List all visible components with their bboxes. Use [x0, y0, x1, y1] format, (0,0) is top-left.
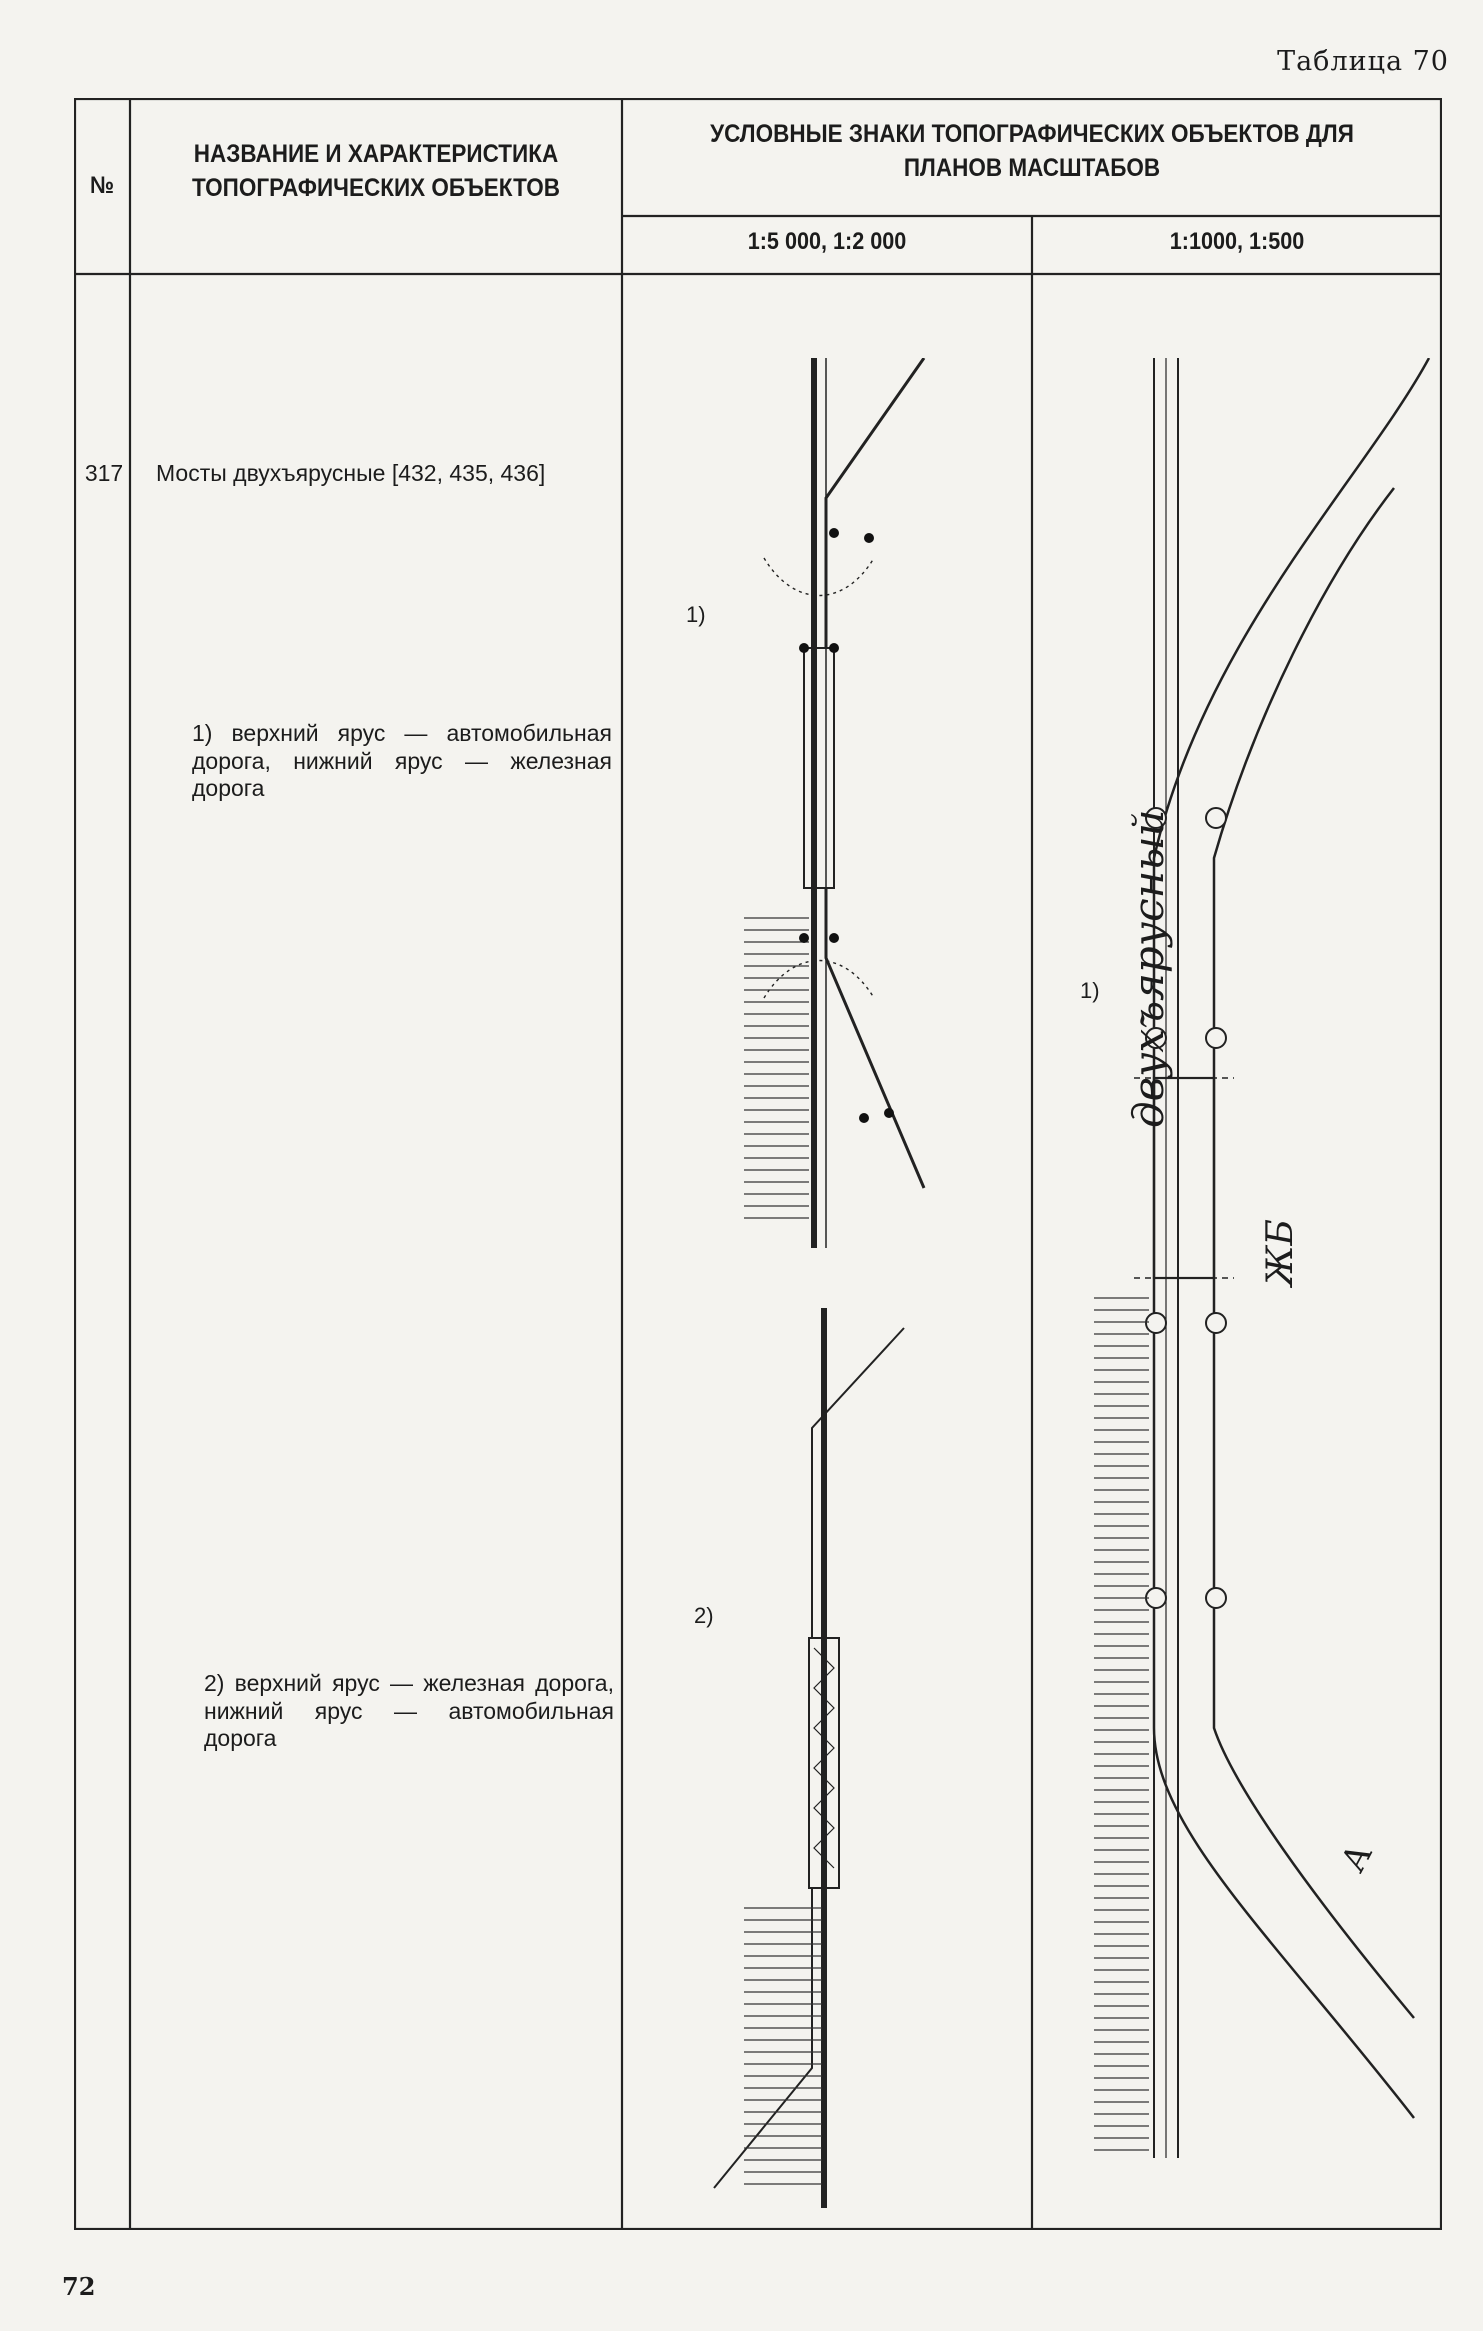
symbols-table: № НАЗВАНИЕ И ХАРАКТЕРИСТИКА ТОПОГРАФИЧЕС…	[74, 98, 1442, 2230]
bridge-two-tier-large-symbol	[1094, 358, 1431, 2158]
large-variant-mark: 1)	[1080, 978, 1100, 1003]
table-grid-lines	[74, 98, 1442, 2230]
material-label: ЖБ	[1260, 1219, 1301, 1286]
row-name: Мосты двухъярусные [432, 435, 436]	[156, 460, 546, 486]
bridge-type-label: двухъярусный	[1124, 809, 1173, 1128]
table-label: Таблица 70	[1277, 46, 1449, 77]
row-number: 317	[84, 460, 124, 486]
variant-1-mark: 1)	[686, 602, 706, 627]
variant-1-description: 1) верхний ярус — автомобильная дорога, …	[192, 720, 612, 802]
bridge-two-tier-symbol	[713, 1308, 905, 2208]
header-scale-5000-2000: 1:5 000, 1:2 000	[747, 228, 907, 255]
header-scale-1000-500: 1:1000, 1:500	[1169, 228, 1305, 255]
header-number: №	[89, 171, 115, 199]
variant-2-mark: 2)	[694, 1603, 714, 1628]
page-number: 72	[62, 2272, 96, 2301]
bridge-two-tier-symbol	[744, 358, 926, 1248]
header-signs: УСЛОВНЫЕ ЗНАКИ ТОПОГРАФИЧЕСКИХ ОБЪЕКТОВ …	[710, 120, 1354, 182]
header-name: НАЗВАНИЕ И ХАРАКТЕРИСТИКА ТОПОГРАФИЧЕСКИ…	[191, 140, 561, 202]
variant-2-description: 2) верхний ярус — железная дорога, нижни…	[204, 1670, 614, 1752]
